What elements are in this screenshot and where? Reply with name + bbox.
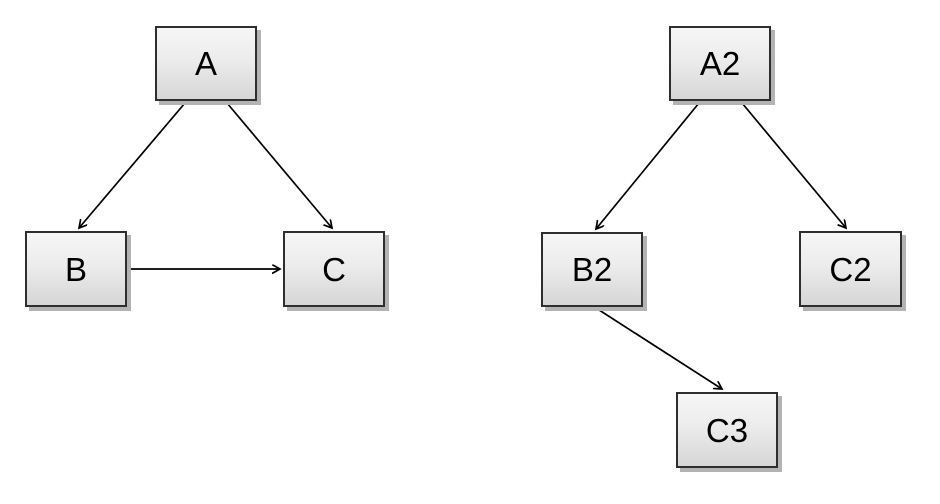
edge-b2-c3 (595, 307, 722, 389)
edge-a2-b2 (596, 102, 700, 229)
node-a: A (155, 26, 257, 101)
node-b: B (25, 231, 127, 307)
node-a2: A2 (669, 26, 771, 101)
node-c2: C2 (799, 231, 902, 307)
node-c3: C3 (676, 392, 778, 468)
edge-a-b (79, 102, 186, 228)
node-c: C (283, 231, 385, 307)
edge-a-c (226, 102, 332, 228)
edge-a2-c2 (741, 102, 846, 228)
node-b2: B2 (541, 232, 643, 307)
